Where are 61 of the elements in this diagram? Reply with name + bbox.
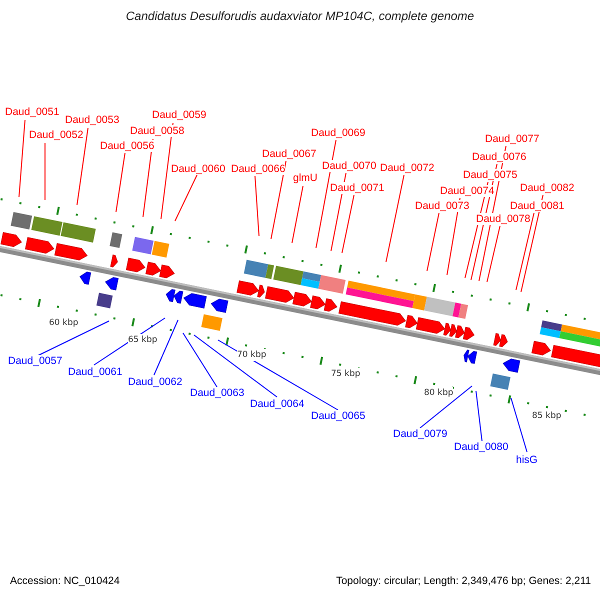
scale-label: 80 kbp xyxy=(424,387,454,399)
leader-line xyxy=(154,320,178,376)
gene-label: Daud_0067 xyxy=(262,148,316,160)
gene-label: Daud_0073 xyxy=(415,200,470,212)
gene-label: Daud_0080 xyxy=(454,441,508,453)
leader-line xyxy=(476,390,482,442)
gene-label: Daud_0081 xyxy=(510,200,564,212)
gene-label: Daud_0082 xyxy=(520,182,574,194)
leader-line xyxy=(486,226,500,282)
leader-line xyxy=(420,386,472,428)
gene-label: Daud_0051 xyxy=(5,106,60,118)
gene-label: Daud_0059 xyxy=(152,109,206,121)
gene-label: Daud_0058 xyxy=(130,125,184,137)
genome-summary-text: Topology: circular; Length: 2,349,476 bp; Genes: 2,211 xyxy=(336,575,591,587)
leader-line xyxy=(270,160,286,240)
scale-label: 85 kbp xyxy=(532,410,562,422)
gene-label: Daud_0064 xyxy=(250,398,304,410)
leader-line xyxy=(254,176,260,236)
gene-label: Daud_0079 xyxy=(393,428,448,440)
leader-line xyxy=(182,332,218,388)
leader-line xyxy=(18,120,26,198)
accession-text: Accession: NC_010424 xyxy=(10,575,120,587)
leader-line xyxy=(510,398,528,452)
gene-label: Daud_0053 xyxy=(65,114,120,126)
leader-line xyxy=(316,140,336,248)
gene-label: Daud_0078 xyxy=(476,213,530,225)
leader-line xyxy=(426,212,440,272)
gene-label: Daud_0066 xyxy=(231,163,286,175)
leader-line xyxy=(292,186,304,244)
leader-line xyxy=(342,194,354,254)
leader-line xyxy=(386,174,404,262)
gene-label: Daud_0060 xyxy=(171,163,226,175)
scale-label: 60 kbp xyxy=(49,317,78,329)
leader-line xyxy=(76,128,88,206)
gene-label: Daud_0065 xyxy=(311,410,366,422)
gene-label: Daud_0076 xyxy=(472,151,526,163)
gene-label: Daud_0070 xyxy=(322,160,376,172)
leader-line xyxy=(160,122,174,220)
gene-label: Daud_0063 xyxy=(190,387,244,399)
gene-label: Daud_0061 xyxy=(68,366,122,378)
gene-label: Daud_0057 xyxy=(8,355,62,367)
leader-line xyxy=(44,142,46,200)
leader-line xyxy=(194,334,278,398)
gene-label: Daud_0072 xyxy=(380,162,434,174)
scale-label: 70 kbp xyxy=(237,349,266,361)
gene-label: Daud_0074 xyxy=(440,185,494,197)
leader-line xyxy=(116,152,126,212)
gene-label: Daud_0071 xyxy=(330,182,384,194)
gene-label: Daud_0056 xyxy=(100,140,154,152)
scale-label: 75 kbp xyxy=(331,368,360,380)
gene-label: Daud_0052 xyxy=(29,129,84,141)
gene-label: Daud_0077 xyxy=(485,133,540,145)
leader-line xyxy=(516,212,534,290)
leader-line xyxy=(520,194,544,292)
scale-label: 65 kbp xyxy=(128,334,158,346)
gene-label: glmU xyxy=(293,172,318,184)
gene-label: Daud_0075 xyxy=(463,169,518,181)
gene-label: Daud_0069 xyxy=(311,127,366,139)
gene-label: hisG xyxy=(516,454,538,466)
leader-line xyxy=(174,174,198,222)
gene-label: Daud_0062 xyxy=(128,376,182,388)
